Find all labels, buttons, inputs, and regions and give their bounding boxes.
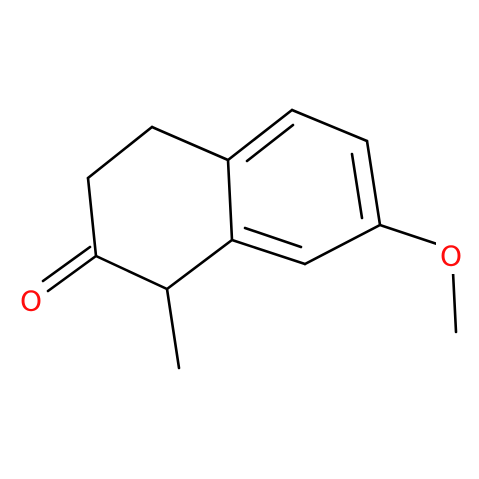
bond-c1-methyl [165,287,181,370]
bond-c1-c8a [165,238,234,291]
bond-ring-c8a-c4a [226,158,234,242]
carbonyl-oxygen-bg [16,283,46,319]
bond-ring-c6-c7 [365,139,382,227]
bond-c3-c2 [86,176,98,258]
bond-c7-methoxy-o [378,223,439,246]
bond-c4a-c4 [150,125,230,162]
bond-ring-c7-c8 [303,223,382,266]
methoxy-oxygen-label: O [440,240,462,273]
bond-carbonyl-1 [46,254,98,293]
methoxy-oxygen-bg [436,238,466,274]
bond-ring-c5-c6 [290,108,369,143]
bond-ring-c6-c7-inner [350,152,364,220]
bond-ring-c8-c8a-inner [243,226,303,249]
bond-methoxy-o-ch3 [451,270,458,334]
bond-c2-c1 [94,254,169,291]
carbonyl-oxygen-label: O [20,285,42,318]
bond-ring-c8-c8a [230,238,307,266]
bond-ring-c4a-c5-inner [245,123,295,163]
bond-ring-c4a-c5 [226,108,294,162]
bond-carbonyl-2 [41,245,92,283]
bond-c4-c3 [86,125,154,180]
